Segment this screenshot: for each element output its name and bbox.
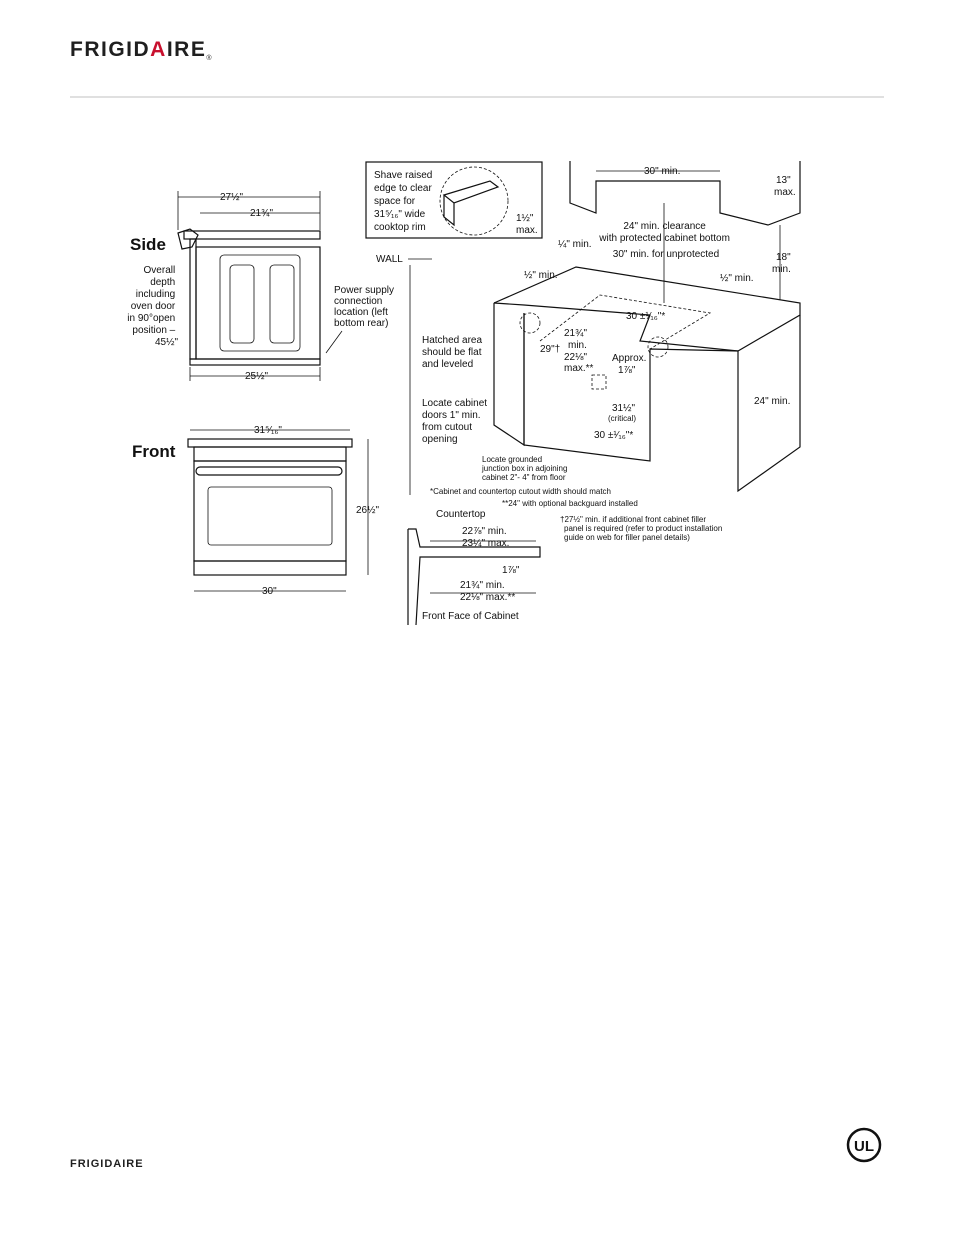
dim-31-half: 31½" [612, 403, 635, 414]
side-window-pane [229, 264, 255, 344]
brand-logo-left: FRIGID [70, 38, 151, 61]
ul-certification-icon: UL [846, 1127, 882, 1163]
dim-30-cutout-top: 30 ±¹⁄₁₆"* [626, 311, 665, 322]
front-control-panel [193, 446, 347, 462]
front-door-handle [195, 466, 343, 476]
power-leader [325, 330, 343, 354]
side-depth-note: Overall depth including oven door in 90°… [127, 265, 178, 348]
ul-mark-text: UL [854, 1138, 874, 1155]
inset-dim: 1½" [516, 213, 534, 224]
half-min-right: ½" min. [720, 273, 754, 284]
quarter-min: ¼" min. [558, 238, 592, 250]
brand-logo-right: IRE [166, 38, 207, 61]
inset-dim-max: max. [516, 225, 538, 236]
dim-13-max: 13" max. [774, 175, 796, 198]
section-profile [407, 528, 541, 626]
side-view: Side 27½" 21¾" 25½" Overall depth includ… [127, 191, 397, 382]
side-dim-top: 27½" [220, 192, 243, 203]
side-handle [177, 228, 199, 250]
side-body [195, 246, 321, 360]
right-cabinet [523, 313, 801, 493]
side-cooktop [183, 230, 321, 240]
front-dim-top: 31⁵⁄₁₆" [254, 425, 282, 436]
junction-note: Locate grounded junction box in adjoinin… [481, 455, 570, 482]
side-door [189, 238, 197, 360]
hatched-right [647, 336, 669, 358]
dim-21-depth: 21¾" min. 22⅛" max.** [564, 328, 594, 374]
front-body [193, 460, 347, 562]
side-window-pane [269, 264, 295, 344]
front-drawer [193, 560, 347, 576]
footer-brand-logo: FRIGIDAIRE [70, 1158, 144, 1170]
installation-diagram: Side 27½" 21¾" 25½" Overall depth includ… [127, 161, 801, 626]
dim-24-min: 24" min. [754, 396, 790, 407]
front-window [207, 486, 333, 546]
front-cooktop [187, 438, 353, 448]
side-power-note: Power supply connection location (left b… [334, 285, 397, 329]
junction-box [591, 374, 607, 390]
trademark-symbol: ® [206, 55, 212, 62]
footnote-2: **24" with optional backguard installed [502, 499, 638, 508]
header-divider [70, 96, 884, 98]
section-dim-top: 22⅞" min. 23¼" max. [462, 526, 509, 549]
front-face-label: Front Face of Cabinet [422, 611, 519, 622]
wall-label: WALL [376, 254, 403, 265]
brand-logo-accent: A [150, 38, 167, 61]
countertop-label: Countertop [436, 509, 486, 520]
side-window [219, 254, 301, 352]
upper-cabinet [569, 161, 801, 226]
inset-detail-edge [442, 180, 500, 227]
front-dim-height: 26½" [356, 505, 379, 516]
dim-18-min: 18" min. [772, 252, 793, 275]
approx-dim: Approx. 1⅞" [612, 353, 649, 376]
dim-30-min: 30" min. [644, 166, 680, 177]
hatched-left [519, 312, 541, 334]
inset-note: Shave raised edge to clear space for 31⁵… [374, 170, 435, 233]
locate-doors-note: Locate cabinet doors 1" min. from cutout… [422, 398, 490, 445]
front-heading: Front [132, 442, 176, 461]
footnote-1: *Cabinet and countertop cutout width sho… [430, 487, 611, 496]
dim-29: 29"† [540, 344, 560, 355]
front-view: Front 31⁵⁄₁₆" 26½" 30" [132, 425, 379, 597]
front-dim-bottom: 30" [262, 586, 277, 597]
hatched-note: Hatched area should be flat and leveled [422, 335, 485, 370]
side-dim-mid: 21¾" [250, 208, 273, 219]
brand-logo: FRIGIDAIRE® [70, 38, 212, 62]
side-dim-bottom: 25½" [245, 371, 268, 382]
half-min-left: ½" min. [524, 270, 558, 281]
critical-label: (critical) [608, 414, 636, 423]
inset-box [365, 161, 543, 239]
side-heading: Side [130, 235, 166, 254]
side-base [189, 358, 321, 366]
dim-30-cutout-bottom: 30 ±¹⁄₁₆"* [594, 430, 633, 441]
section-view: Countertop 22⅞" min. 23¼" max. 1⅞" 21¾" … [407, 509, 541, 626]
inset-detail-circle [439, 166, 509, 236]
section-dim-bottom: 21¾" min. 22⅛" max.** [460, 580, 515, 603]
install-view: Shave raised edge to clear space for 31⁵… [365, 161, 801, 542]
section-dim-right: 1⅞" [502, 565, 520, 576]
left-cabinet [493, 303, 525, 447]
footnote-3: †27½" min. if additional front cabinet f… [560, 515, 725, 542]
cutout-outline [539, 294, 712, 350]
clearance-note: 24" min. clearance with protected cabine… [598, 221, 732, 260]
